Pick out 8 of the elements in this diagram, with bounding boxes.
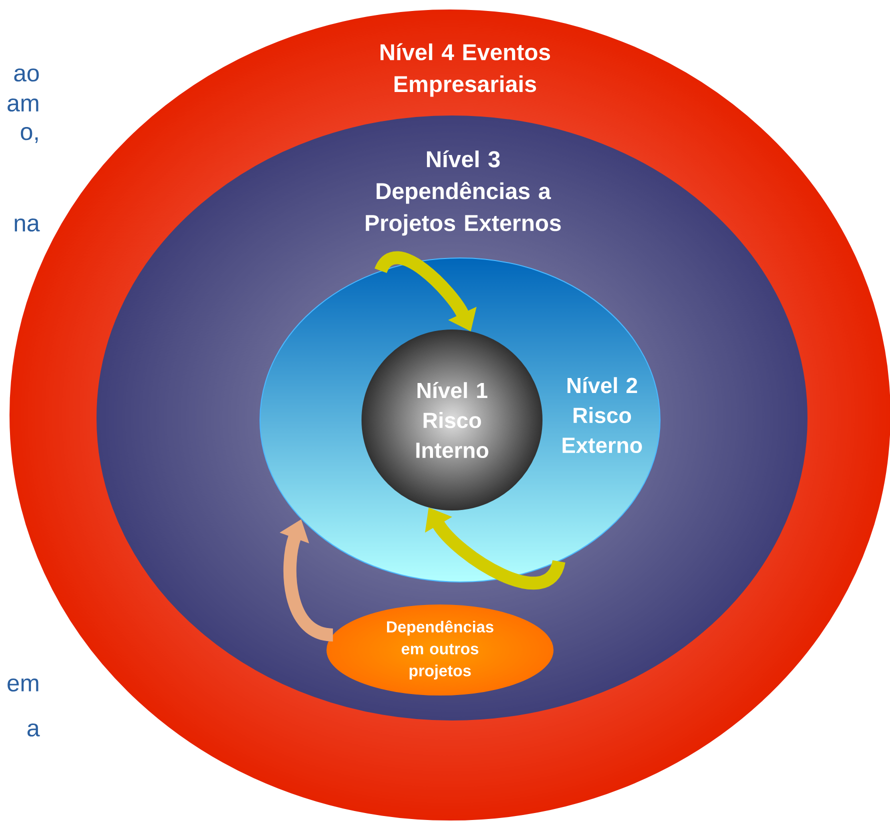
text-fragment: ao [14,68,39,82]
text-fragment: em [8,678,38,692]
sphere: Nível 1 Risco Interno [362,330,542,510]
text-fragment: am [8,98,38,112]
oval-badge: Dependências em outros projetos [326,604,554,696]
text-fragment: na [14,218,40,232]
text-fragment: a [28,723,40,737]
text-fragment: o, [20,127,38,143]
